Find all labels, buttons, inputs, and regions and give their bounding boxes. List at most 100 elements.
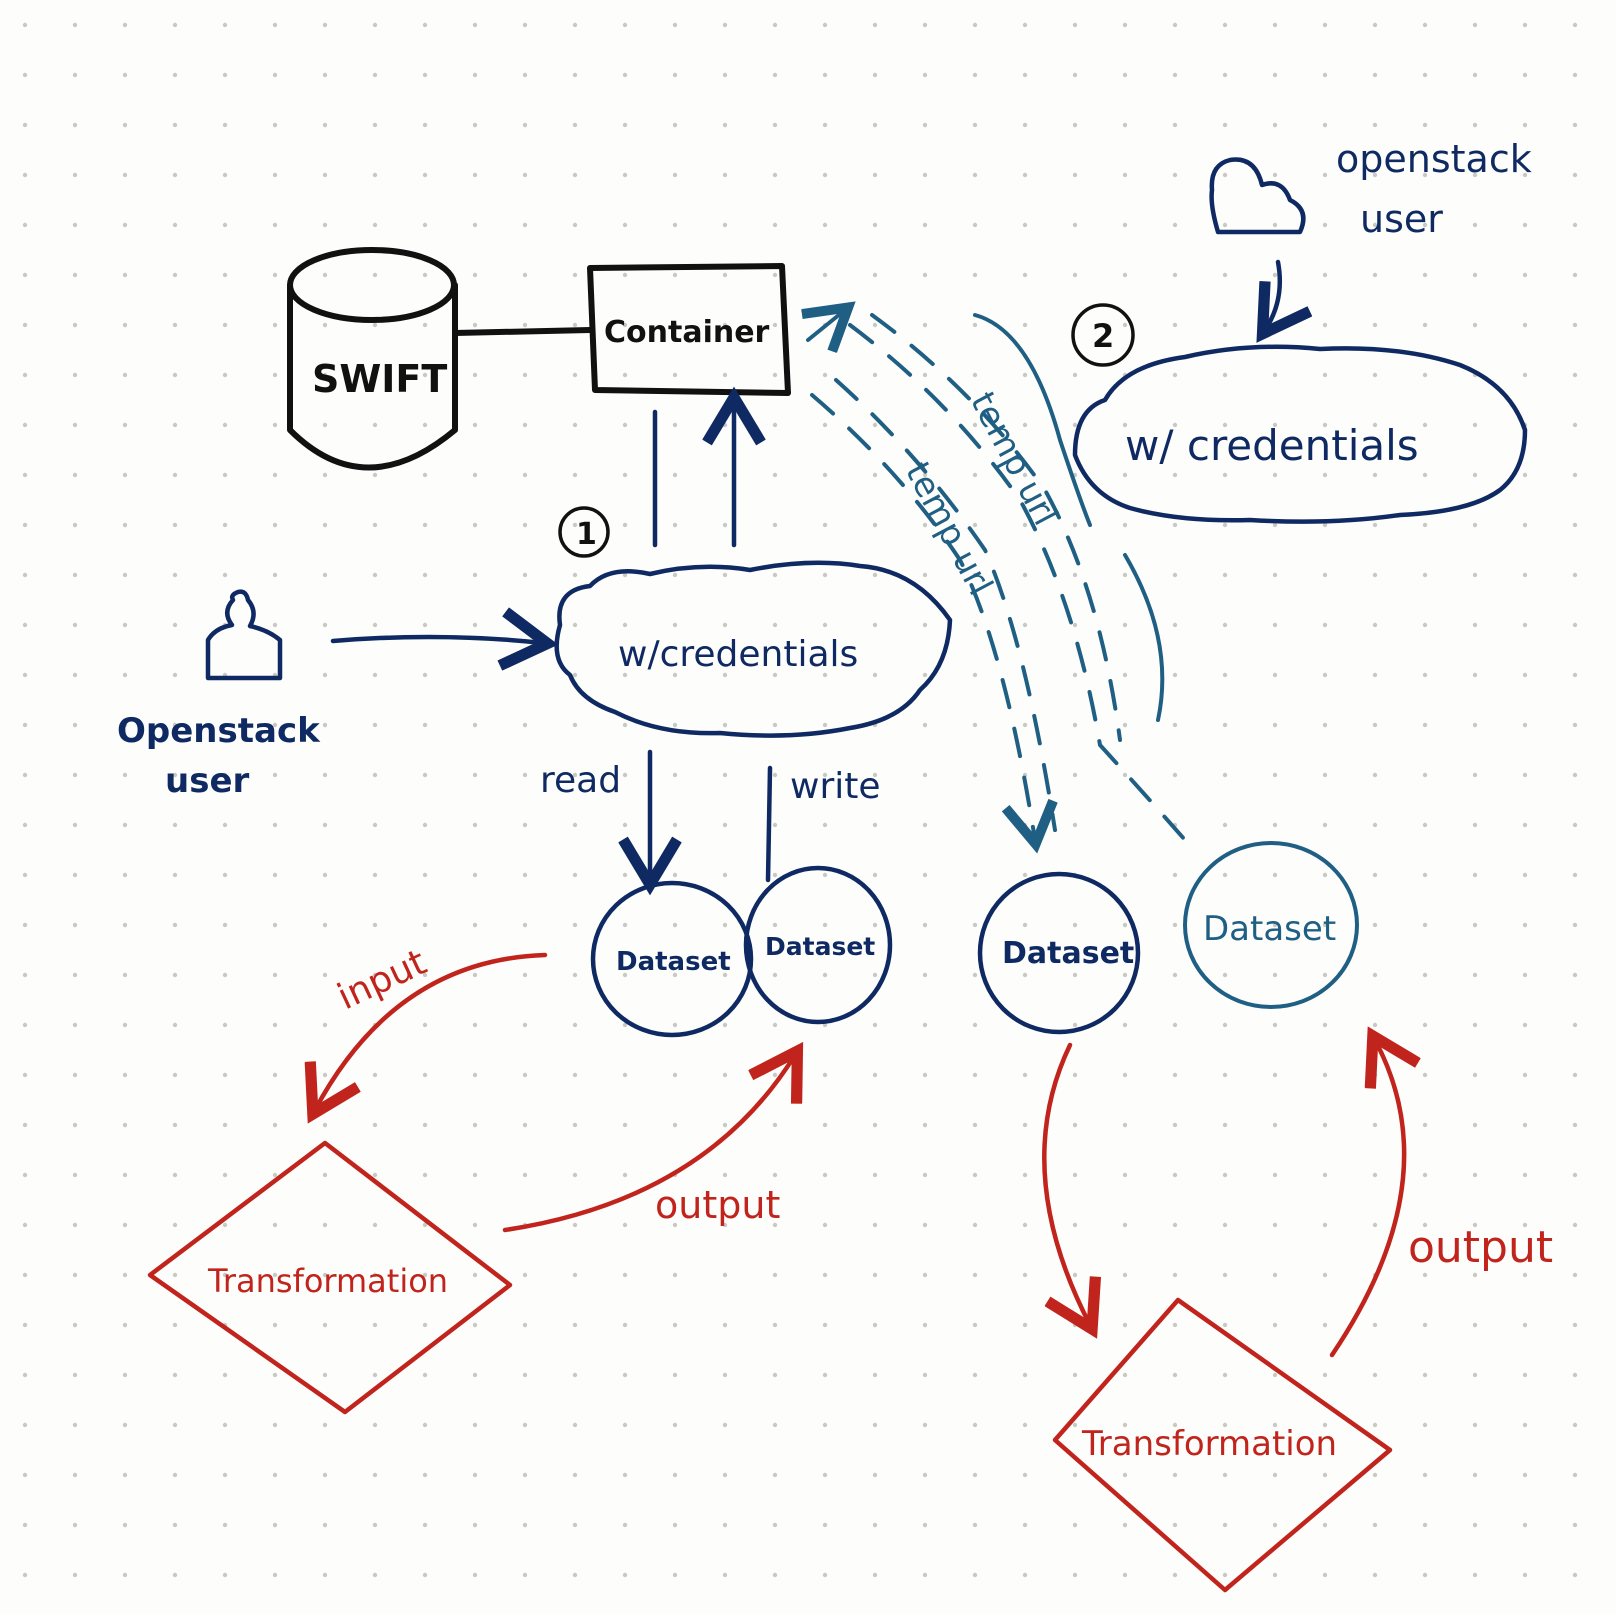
- grid-dot: [222, 572, 228, 578]
- grid-dot: [672, 522, 678, 528]
- grid-dot: [1572, 822, 1578, 828]
- grid-dot: [972, 422, 978, 428]
- grid-dot: [1172, 222, 1178, 228]
- grid-dot: [922, 72, 928, 78]
- grid-dot: [422, 372, 428, 378]
- grid-dot: [1272, 1072, 1278, 1078]
- grid-dot: [272, 1572, 278, 1578]
- grid-dot: [572, 622, 578, 628]
- grid-dot: [1072, 222, 1078, 228]
- grid-dot: [1072, 122, 1078, 128]
- user-right-line2: user: [1360, 197, 1443, 241]
- grid-dot: [572, 1172, 578, 1178]
- grid-dot: [472, 1022, 478, 1028]
- svg-text:Dataset: Dataset: [616, 947, 731, 977]
- grid-dot: [372, 522, 378, 528]
- grid-dot: [372, 1072, 378, 1078]
- grid-dot: [22, 672, 28, 678]
- grid-dot: [1472, 322, 1478, 328]
- grid-dot: [1422, 1372, 1428, 1378]
- grid-dot: [172, 872, 178, 878]
- grid-dot: [322, 1122, 328, 1128]
- grid-dot: [922, 1172, 928, 1178]
- grid-dot: [72, 1322, 78, 1328]
- grid-dot: [272, 1172, 278, 1178]
- grid-dot: [1022, 622, 1028, 628]
- grid-dot: [1322, 1122, 1328, 1128]
- grid-dot: [1172, 1472, 1178, 1478]
- grid-dot: [422, 122, 428, 128]
- grid-dot: [1372, 1472, 1378, 1478]
- grid-dot: [572, 1422, 578, 1428]
- grid-dot: [922, 672, 928, 678]
- grid-dot: [322, 372, 328, 378]
- grid-dot: [1472, 972, 1478, 978]
- grid-dot: [272, 72, 278, 78]
- grid-dot: [1372, 572, 1378, 578]
- grid-dot: [972, 122, 978, 128]
- grid-dot: [272, 1072, 278, 1078]
- grid-dot: [1022, 322, 1028, 328]
- grid-dot: [522, 322, 528, 328]
- grid-dot: [1222, 22, 1228, 28]
- grid-dot: [1322, 922, 1328, 928]
- grid-dot: [572, 672, 578, 678]
- grid-dot: [922, 372, 928, 378]
- grid-dot: [1522, 722, 1528, 728]
- grid-dot: [1522, 922, 1528, 928]
- grid-dot: [822, 1272, 828, 1278]
- grid-dot: [822, 72, 828, 78]
- grid-dot: [672, 372, 678, 378]
- grid-dot: [872, 572, 878, 578]
- grid-dot: [822, 1172, 828, 1178]
- grid-dot: [72, 172, 78, 178]
- grid-dot: [922, 1372, 928, 1378]
- dataset-to-transform-arrow: [1042, 1042, 1090, 1325]
- grid-dot: [1122, 1372, 1128, 1378]
- grid-dot: [172, 722, 178, 728]
- grid-dot: [272, 1422, 278, 1428]
- grid-dot: [922, 922, 928, 928]
- grid-dot: [172, 622, 178, 628]
- grid-dot: [372, 472, 378, 478]
- grid-dot: [322, 822, 328, 828]
- grid-dot: [1172, 72, 1178, 78]
- grid-dot: [472, 222, 478, 228]
- grid-dot: [1572, 1572, 1578, 1578]
- grid-dot: [1322, 422, 1328, 428]
- grid-dot: [822, 372, 828, 378]
- grid-dot: [872, 1022, 878, 1028]
- grid-dot: [822, 1472, 828, 1478]
- grid-dot: [222, 1472, 228, 1478]
- grid-dot: [272, 772, 278, 778]
- grid-dot: [972, 372, 978, 378]
- grid-dot: [772, 372, 778, 378]
- grid-dot: [922, 572, 928, 578]
- grid-dot: [122, 272, 128, 278]
- grid-dot: [1572, 1522, 1578, 1528]
- grid-dot: [672, 272, 678, 278]
- grid-dot: [72, 1572, 78, 1578]
- grid-dot: [1172, 1172, 1178, 1178]
- grid-dot: [972, 922, 978, 928]
- grid-dot: [622, 872, 628, 878]
- grid-dot: [1522, 1172, 1528, 1178]
- grid-dot: [322, 1572, 328, 1578]
- grid-dot: [1222, 372, 1228, 378]
- temp-url-dashed-lines: [808, 310, 1187, 840]
- grid-dot: [772, 822, 778, 828]
- grid-dot: [1422, 772, 1428, 778]
- grid-dot: [872, 322, 878, 328]
- grid-dot: [1122, 1022, 1128, 1028]
- grid-dot: [972, 1422, 978, 1428]
- grid-dot: [1022, 1172, 1028, 1178]
- grid-dot: [1572, 922, 1578, 928]
- grid-dot: [622, 1472, 628, 1478]
- grid-dot: [372, 1172, 378, 1178]
- grid-dot: [322, 472, 328, 478]
- grid-dot: [672, 322, 678, 328]
- grid-dot: [1372, 322, 1378, 328]
- grid-dot: [622, 472, 628, 478]
- grid-dot: [1022, 72, 1028, 78]
- grid-dot: [222, 1222, 228, 1228]
